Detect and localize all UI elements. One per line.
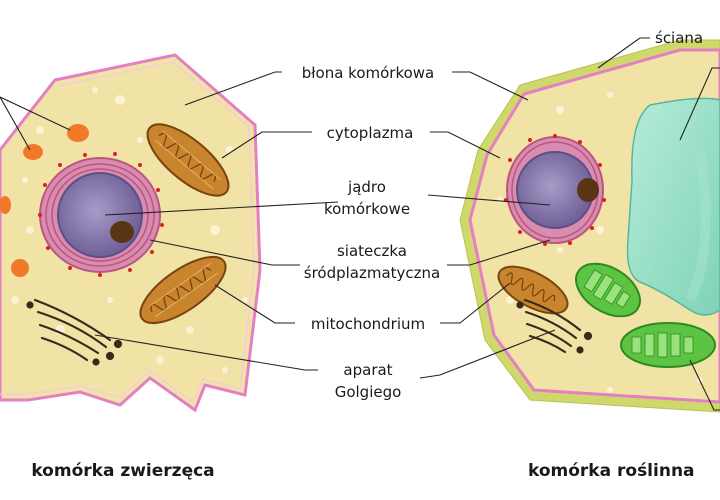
animal-mitochondrion-2 xyxy=(139,255,227,325)
label-cytoplasm: cytoplazma xyxy=(327,124,414,142)
caption-plant-cell: komórka roślinna xyxy=(528,461,695,481)
animal-mitochondrion-1 xyxy=(146,123,230,197)
caption-animal-cell: komórka zwierzęca xyxy=(31,461,214,481)
animal-nucleolus xyxy=(110,221,134,243)
label-cell-membrane: błona komórkowa xyxy=(302,64,435,82)
leader-lines xyxy=(0,37,720,411)
animal-cell xyxy=(0,53,262,413)
label-golgi-line2: Golgiego xyxy=(335,383,402,401)
plant-cell xyxy=(459,39,720,413)
animal-nucleus xyxy=(57,172,143,258)
plant-cytoplasm-granules xyxy=(497,92,703,393)
label-er-line1: siateczka xyxy=(337,242,407,260)
lysosome xyxy=(23,144,43,160)
label-er-line2: śródplazmatyczna xyxy=(304,264,441,282)
plant-chloroplast-1 xyxy=(575,262,641,318)
label-cell-wall: ściana xyxy=(655,29,703,47)
plant-nucleolus xyxy=(577,178,599,202)
lysosome xyxy=(67,124,89,142)
plant-chloroplast-2 xyxy=(620,322,716,368)
label-nucleus-line2: komórkowe xyxy=(324,200,410,218)
animal-cell-membrane-inner xyxy=(0,61,255,403)
lysosome xyxy=(11,259,29,277)
label-nucleus-line1: jądro xyxy=(347,178,386,196)
lysosome xyxy=(0,196,11,214)
label-golgi-line1: aparat xyxy=(343,361,392,379)
plant-golgi-apparatus xyxy=(516,298,593,354)
label-mitochondrion: mitochondrium xyxy=(311,315,425,333)
plant-mitochondrion xyxy=(497,265,569,315)
animal-golgi-apparatus xyxy=(26,298,123,366)
